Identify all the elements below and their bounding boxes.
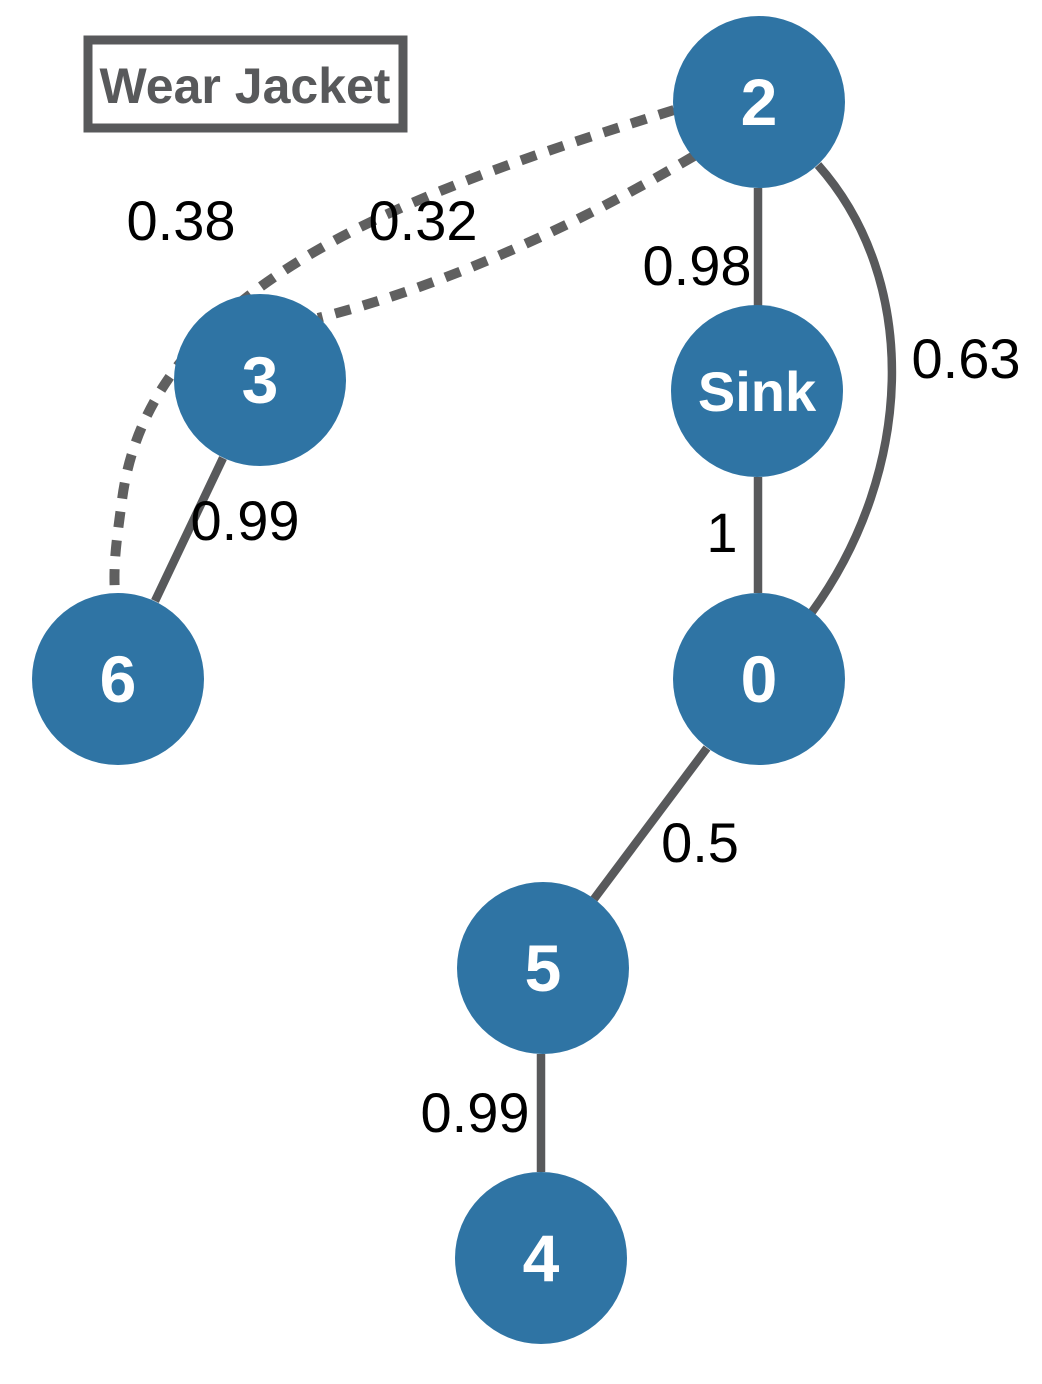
title-box-border	[83, 35, 408, 133]
node-5: 5	[457, 882, 629, 1054]
edge-3-6	[151, 456, 227, 603]
edge-weight-0-5: 0.5	[661, 811, 739, 874]
node-sink-label: Sink	[698, 360, 817, 423]
node-0: 0	[673, 593, 845, 765]
node-2: 2	[673, 16, 845, 188]
node-5-circle	[457, 882, 629, 1054]
node-0-circle	[673, 593, 845, 765]
node-6-circle	[32, 593, 204, 765]
edge-0-5	[590, 745, 711, 902]
edge-weight-3-6: 0.99	[191, 489, 300, 552]
edge-weight-2-0: 0.63	[912, 327, 1021, 390]
node-4: 4	[455, 1172, 627, 1344]
title-box: Wear Jacket	[83, 35, 408, 133]
edge-2-0	[808, 162, 897, 615]
node-3: 3	[174, 294, 346, 466]
node-6-label: 6	[100, 642, 137, 716]
node-sink: Sink	[671, 305, 843, 477]
node-6: 6	[32, 593, 204, 765]
page-title: Wear Jacket	[100, 58, 391, 114]
node-2-circle	[673, 16, 845, 188]
edge-weight-5-4: 0.99	[421, 1081, 530, 1144]
nodes-layer: 2 3 Sink 6 0 5	[32, 16, 845, 1344]
node-4-circle	[455, 1172, 627, 1344]
edge-weight-2-sink: 0.98	[643, 234, 752, 297]
node-2-label: 2	[741, 65, 778, 139]
edge-2-3-dashed	[316, 151, 697, 323]
edge-weights-layer: 0.98 1 0.63 0.99 0.32 0.38 0.5 0.99	[127, 189, 1021, 1144]
edge-weight-2-3: 0.32	[369, 189, 478, 252]
edge-weight-sink-0: 1	[706, 501, 737, 564]
edge-weight-2-6: 0.38	[127, 189, 236, 252]
node-3-label: 3	[242, 343, 279, 417]
node-3-circle	[174, 294, 346, 466]
node-sink-circle	[671, 305, 843, 477]
node-5-label: 5	[525, 931, 562, 1005]
node-4-label: 4	[523, 1221, 560, 1295]
node-0-label: 0	[741, 642, 778, 716]
